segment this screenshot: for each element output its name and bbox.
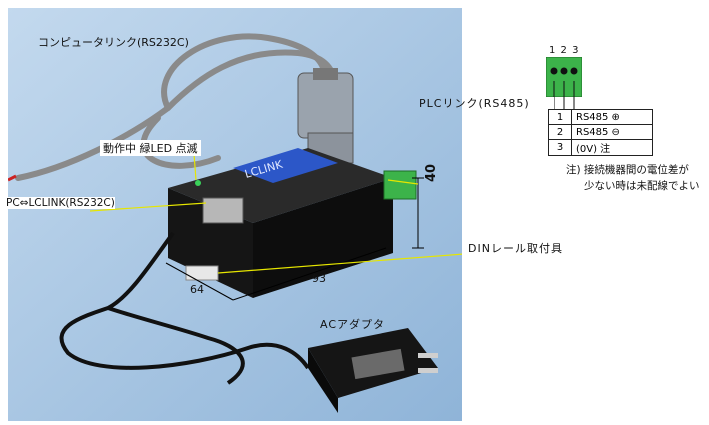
product-photo: LCLINK (8, 8, 462, 421)
table-row: 3 (0V) 注 (548, 139, 653, 156)
din-rail-label: DINレール取付具 (468, 242, 563, 255)
pin-number: 2 (548, 124, 572, 140)
status-led (195, 180, 201, 186)
table-row: 1 RS485 ⊕ (548, 109, 653, 125)
status-led-label: 動作中 緑LED 点滅 (100, 140, 201, 156)
ac-adapter-label: ACアダプタ (320, 318, 386, 331)
computer-link-label: コンピュータリンク(RS232C) (38, 36, 189, 49)
wiring-note-line2: 少ない時は未配線でよい (584, 180, 700, 192)
callout-lines (89, 153, 462, 274)
plc-terminal-block (383, 170, 417, 200)
plc-link-label: PLCリンク(RS485) (419, 97, 530, 110)
pin-assignment-table: 1 RS485 ⊕ 2 RS485 ⊖ 3 (0V) 注 (548, 109, 653, 156)
ac-adapter-cable (59, 231, 310, 385)
pin-signal: RS485 ⊖ (571, 124, 653, 140)
pc-link-label: PC⇔LCLINK(RS232C) (6, 197, 115, 209)
pin-wires (554, 97, 575, 109)
terminal-block-icon (546, 57, 582, 97)
table-row: 2 RS485 ⊖ (548, 124, 653, 140)
wiring-note-line1: 注) 接続機器間の電位差が (566, 164, 689, 176)
lclink-device (168, 148, 417, 298)
pin-number: 1 (548, 109, 572, 125)
dimension-40: 40 (424, 163, 439, 182)
dimension-64: 64 (190, 283, 204, 296)
terminal-pin-numbers: 1 2 3 (549, 45, 580, 56)
dimension-93: 93 (312, 272, 326, 285)
pin-number: 3 (548, 139, 572, 156)
pin-signal: (0V) 注 (571, 139, 653, 156)
dimension-lines (165, 177, 424, 301)
ac-adapter (308, 328, 438, 413)
pin-signal: RS485 ⊕ (571, 109, 653, 125)
din-rail-clip (185, 265, 219, 281)
cable-wire-ends (8, 174, 17, 182)
